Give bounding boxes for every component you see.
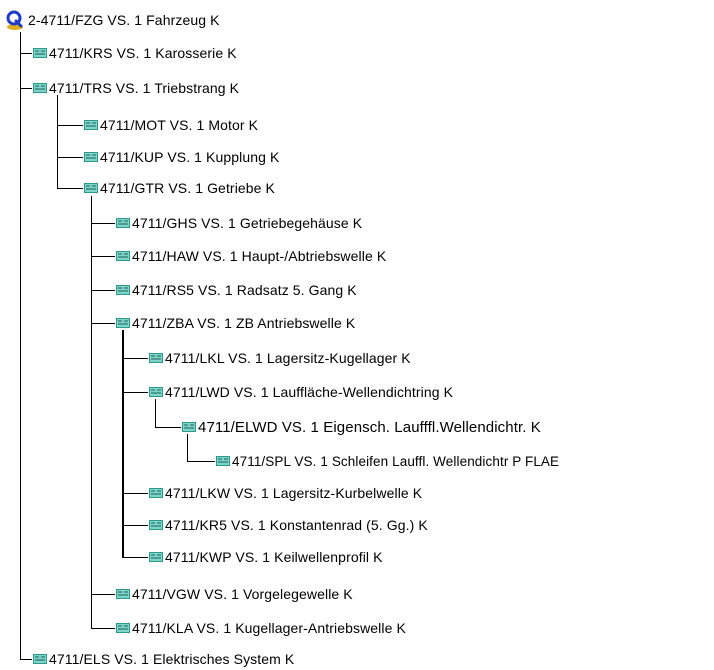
- q-query-icon: [4, 9, 26, 31]
- tree-connector: [155, 427, 181, 428]
- tree-node-mot[interactable]: 4711/MOT VS. 1 Motor K: [84, 114, 258, 136]
- node-label: 4711/LWD VS. 1 Lauffläche-Wellendichtrin…: [165, 384, 454, 400]
- node-label: 4711/KRS VS. 1 Karosserie K: [49, 45, 237, 61]
- node-label: 4711/TRS VS. 1 Triebstrang K: [49, 80, 240, 96]
- node-label: 4711/VGW VS. 1 Vorgelegewelle K: [132, 586, 353, 602]
- part-structure-icon: [33, 654, 47, 664]
- tree-node-lkw[interactable]: 4711/LKW VS. 1 Lagersitz-Kurbelwelle K: [149, 482, 422, 504]
- part-structure-icon: [149, 488, 163, 498]
- tree-connector: [91, 256, 115, 257]
- part-structure-icon: [84, 183, 98, 193]
- tree-connector: [122, 493, 148, 494]
- node-label: 4711/GTR VS. 1 Getriebe K: [100, 180, 275, 196]
- part-structure-icon: [149, 353, 163, 363]
- part-structure-icon: [33, 83, 47, 93]
- node-label: 4711/ELWD VS. 1 Eigensch. Laufffl.Wellen…: [198, 418, 541, 436]
- part-structure-icon: [149, 552, 163, 562]
- tree-node-ghs[interactable]: 4711/GHS VS. 1 Getriebegehäuse K: [116, 212, 362, 234]
- tree-node-kr5[interactable]: 4711/KR5 VS. 1 Konstantenrad (5. Gg.) K: [149, 514, 428, 536]
- tree-connector: [122, 330, 124, 557]
- tree-node-lwd[interactable]: 4711/LWD VS. 1 Lauffläche-Wellendichtrin…: [149, 381, 453, 403]
- tree-connector: [57, 188, 83, 189]
- tree-connector: [187, 434, 188, 461]
- tree-connector: [91, 290, 115, 291]
- tree-node-kup[interactable]: 4711/KUP VS. 1 Kupplung K: [84, 146, 279, 168]
- tree-connector: [57, 157, 83, 158]
- tree-node-kla[interactable]: 4711/KLA VS. 1 Kugellager-Antriebswelle …: [116, 617, 406, 639]
- tree-node-krs[interactable]: 4711/KRS VS. 1 Karosserie K: [33, 42, 237, 64]
- tree-node-spl[interactable]: 4711/SPL VS. 1 Schleifen Lauffl. Wellend…: [216, 450, 559, 472]
- node-label: 4711/ELS VS. 1 Elektrisches System K: [49, 651, 295, 667]
- node-label: 4711/LKL VS. 1 Lagersitz-Kugellager K: [165, 350, 411, 366]
- node-label: 4711/KLA VS. 1 Kugellager-Antriebswelle …: [132, 620, 406, 636]
- tree-node-gtr[interactable]: 4711/GTR VS. 1 Getriebe K: [84, 177, 275, 199]
- part-structure-icon: [116, 251, 130, 261]
- part-structure-icon: [216, 456, 230, 466]
- node-label: 4711/RS5 VS. 1 Radsatz 5. Gang K: [132, 282, 357, 298]
- tree-connector: [122, 525, 148, 526]
- tree-connector: [91, 594, 115, 595]
- node-label: 2-4711/FZG VS. 1 Fahrzeug K: [28, 12, 220, 28]
- part-structure-icon: [84, 152, 98, 162]
- tree-connector: [20, 88, 32, 89]
- node-label: 4711/ZBA VS. 1 ZB Antriebswelle K: [132, 315, 356, 331]
- part-structure-icon: [149, 520, 163, 530]
- tree-connector: [91, 223, 115, 224]
- tree-connector: [155, 399, 156, 427]
- tree-connector: [122, 358, 148, 359]
- part-structure-icon: [182, 422, 196, 432]
- part-structure-icon: [33, 48, 47, 58]
- tree-connector: [187, 461, 215, 462]
- part-structure-icon: [84, 120, 98, 130]
- node-label: 4711/GHS VS. 1 Getriebegehäuse K: [132, 215, 363, 231]
- node-label: 4711/KR5 VS. 1 Konstantenrad (5. Gg.) K: [165, 517, 428, 533]
- tree-connector: [57, 95, 58, 188]
- part-structure-icon: [116, 218, 130, 228]
- tree-node-elwd[interactable]: 4711/ELWD VS. 1 Eigensch. Laufffl.Wellen…: [182, 416, 541, 438]
- tree-root[interactable]: 2-4711/FZG VS. 1 Fahrzeug K: [4, 9, 220, 31]
- tree-node-haw[interactable]: 4711/HAW VS. 1 Haupt-/Abtriebswelle K: [116, 245, 386, 267]
- tree-connector: [20, 32, 21, 659]
- tree-node-vgw[interactable]: 4711/VGW VS. 1 Vorgelegewelle K: [116, 583, 353, 605]
- tree-connector: [91, 628, 115, 629]
- tree-node-trs[interactable]: 4711/TRS VS. 1 Triebstrang K: [33, 77, 239, 99]
- tree-connector: [57, 125, 83, 126]
- node-label: 4711/SPL VS. 1 Schleifen Lauffl. Wellend…: [232, 453, 560, 469]
- node-label: 4711/HAW VS. 1 Haupt-/Abtriebswelle K: [132, 248, 387, 264]
- part-structure-icon: [116, 318, 130, 328]
- tree-node-rs5[interactable]: 4711/RS5 VS. 1 Radsatz 5. Gang K: [116, 279, 357, 301]
- part-structure-icon: [116, 285, 130, 295]
- tree-connector: [122, 392, 148, 393]
- tree-node-els[interactable]: 4711/ELS VS. 1 Elektrisches System K: [33, 648, 294, 670]
- tree-node-zba[interactable]: 4711/ZBA VS. 1 ZB Antriebswelle K: [116, 312, 355, 334]
- tree-connector: [20, 659, 32, 660]
- node-label: 4711/MOT VS. 1 Motor K: [100, 117, 259, 133]
- node-label: 4711/LKW VS. 1 Lagersitz-Kurbelwelle K: [165, 485, 423, 501]
- part-structure-icon: [116, 589, 130, 599]
- node-label: 4711/KWP VS. 1 Keilwellenprofil K: [165, 549, 383, 565]
- tree-node-lkl[interactable]: 4711/LKL VS. 1 Lagersitz-Kugellager K: [149, 347, 411, 369]
- tree-connector: [122, 557, 148, 558]
- part-structure-icon: [149, 387, 163, 397]
- tree-connector: [91, 323, 115, 324]
- node-label: 4711/KUP VS. 1 Kupplung K: [100, 149, 280, 165]
- part-structure-icon: [116, 623, 130, 633]
- tree-connector: [20, 53, 32, 54]
- tree-connector: [91, 196, 92, 628]
- tree-node-kwp[interactable]: 4711/KWP VS. 1 Keilwellenprofil K: [149, 546, 383, 568]
